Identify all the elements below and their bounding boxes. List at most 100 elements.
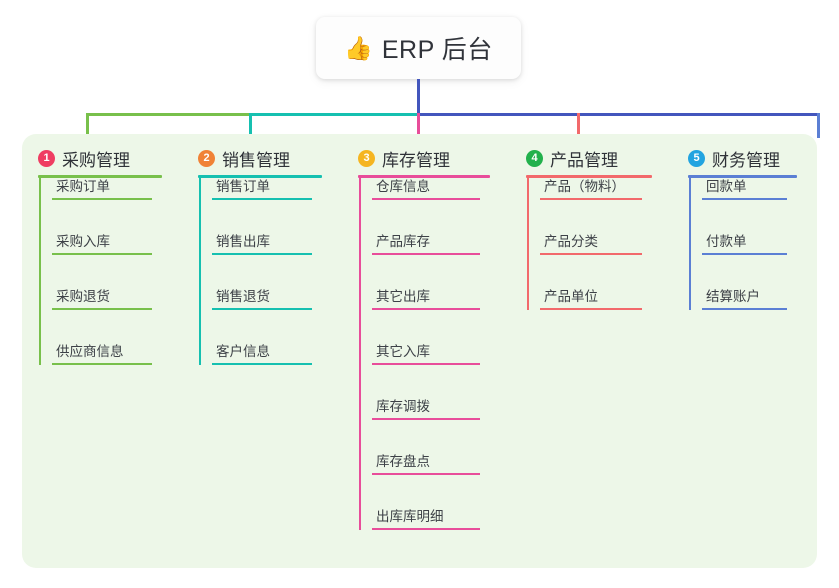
branch-item-rule — [372, 418, 480, 420]
branch-item-label: 产品分类 — [544, 234, 598, 249]
branch-item-rule — [702, 198, 787, 200]
branch-badge-4: 4 — [526, 150, 543, 167]
branch-item[interactable]: 供应商信息 — [52, 337, 152, 365]
branch-item[interactable]: 产品库存 — [372, 227, 480, 255]
branch-item[interactable]: 库存调拨 — [372, 392, 480, 420]
branch-header-5[interactable]: 5 财务管理 — [688, 146, 780, 171]
branch-header-3[interactable]: 3 库存管理 — [358, 146, 450, 171]
branch-item[interactable]: 仓库信息 — [372, 172, 480, 200]
branch-3: 3 库存管理仓库信息产品库存其它出库其它入库库存调拨库存盘点出库库明细 — [342, 134, 510, 583]
branch-item-rule — [372, 363, 480, 365]
branch-title-4: 产品管理 — [550, 151, 618, 170]
root-node-content: 👍 ERP 后台 — [344, 30, 493, 66]
branch-header-rule-5 — [688, 175, 797, 178]
branch-1: 1 采购管理采购订单采购入库采购退货供应商信息 — [22, 134, 182, 418]
branch-spine-1 — [39, 176, 41, 365]
branch-header-4[interactable]: 4 产品管理 — [526, 146, 618, 171]
branch-drop-connector-3 — [417, 113, 420, 138]
branch-title-1: 采购管理 — [62, 151, 130, 170]
branch-item-rule — [52, 198, 152, 200]
branch-item-rule — [372, 528, 480, 530]
branch-header-rule-4 — [526, 175, 652, 178]
branch-spine-4 — [527, 176, 529, 310]
branch-item-label: 产品库存 — [376, 234, 430, 249]
branch-item[interactable]: 采购入库 — [52, 227, 152, 255]
branch-item[interactable]: 结算账户 — [702, 282, 787, 310]
branch-item-rule — [372, 473, 480, 475]
branch-badge-1: 1 — [38, 150, 55, 167]
branch-item-rule — [702, 253, 787, 255]
branch-item-label: 其它出库 — [376, 289, 430, 304]
branch-item-label: 出库库明细 — [376, 509, 444, 524]
branch-badge-5: 5 — [688, 150, 705, 167]
root-node-title: ERP 后台 — [381, 36, 493, 64]
branch-item-rule — [52, 308, 152, 310]
branch-badge-3: 3 — [358, 150, 375, 167]
branch-item-rule — [372, 198, 480, 200]
branch-header-1[interactable]: 1 采购管理 — [38, 146, 130, 171]
root-node[interactable]: 👍 ERP 后台 — [316, 17, 521, 79]
branch-item-label: 采购订单 — [56, 179, 110, 194]
branch-item-rule — [540, 253, 642, 255]
branch-item-label: 库存盘点 — [376, 454, 430, 469]
branch-item[interactable]: 其它入库 — [372, 337, 480, 365]
branch-item[interactable]: 采购订单 — [52, 172, 152, 200]
branch-item[interactable]: 出库库明细 — [372, 502, 480, 530]
branch-drop-connector-4 — [577, 113, 580, 138]
branch-item[interactable]: 采购退货 — [52, 282, 152, 310]
branch-bus-right — [418, 113, 818, 116]
branch-item-label: 客户信息 — [216, 344, 270, 359]
branch-item-rule — [212, 363, 312, 365]
branch-item[interactable]: 产品（物料） — [540, 172, 642, 200]
branch-item-rule — [212, 253, 312, 255]
branch-item-label: 产品（物料） — [544, 179, 625, 194]
branch-item-label: 其它入库 — [376, 344, 430, 359]
branch-item-label: 仓库信息 — [376, 179, 430, 194]
branch-item-rule — [540, 198, 642, 200]
root-trunk-connector — [417, 79, 420, 114]
branch-item-label: 供应商信息 — [56, 344, 124, 359]
branch-header-rule-2 — [198, 175, 322, 178]
branch-item-label: 库存调拨 — [376, 399, 430, 414]
branch-item-label: 采购入库 — [56, 234, 110, 249]
branch-title-2: 销售管理 — [222, 151, 290, 170]
branch-item-label: 销售出库 — [216, 234, 270, 249]
branch-header-rule-1 — [38, 175, 162, 178]
branch-item-label: 回款单 — [706, 179, 747, 194]
branch-spine-3 — [359, 176, 361, 530]
branch-item[interactable]: 产品分类 — [540, 227, 642, 255]
branch-item[interactable]: 产品单位 — [540, 282, 642, 310]
branch-item-rule — [212, 308, 312, 310]
branch-4: 4 产品管理产品（物料） 产品分类产品单位 — [510, 134, 672, 363]
branch-drop-connector-5 — [817, 113, 820, 138]
branch-5: 5 财务管理回款单付款单结算账户 — [672, 134, 817, 363]
branch-title-3: 库存管理 — [382, 151, 450, 170]
branch-item[interactable]: 销售出库 — [212, 227, 312, 255]
branch-item[interactable]: 付款单 — [702, 227, 787, 255]
branch-header-rule-3 — [358, 175, 490, 178]
branch-bus-left — [86, 113, 252, 116]
branch-item[interactable]: 销售订单 — [212, 172, 312, 200]
thumbs-up-icon: 👍 — [344, 34, 373, 61]
branch-item-rule — [212, 198, 312, 200]
branch-title-5: 财务管理 — [712, 151, 780, 170]
branch-item[interactable]: 销售退货 — [212, 282, 312, 310]
branch-item[interactable]: 库存盘点 — [372, 447, 480, 475]
branch-item[interactable]: 其它出库 — [372, 282, 480, 310]
branch-spine-5 — [689, 176, 691, 310]
branch-item-label: 结算账户 — [706, 289, 760, 304]
branch-item-label: 采购退货 — [56, 289, 110, 304]
branch-drop-connector-1 — [86, 113, 89, 138]
branch-spine-2 — [199, 176, 201, 365]
branch-item-rule — [52, 253, 152, 255]
branch-item-rule — [52, 363, 152, 365]
branch-item-rule — [372, 253, 480, 255]
branch-item[interactable]: 客户信息 — [212, 337, 312, 365]
branch-item-rule — [702, 308, 787, 310]
branch-item[interactable]: 回款单 — [702, 172, 787, 200]
branch-item-label: 产品单位 — [544, 289, 598, 304]
branch-bus-mid — [250, 113, 420, 116]
